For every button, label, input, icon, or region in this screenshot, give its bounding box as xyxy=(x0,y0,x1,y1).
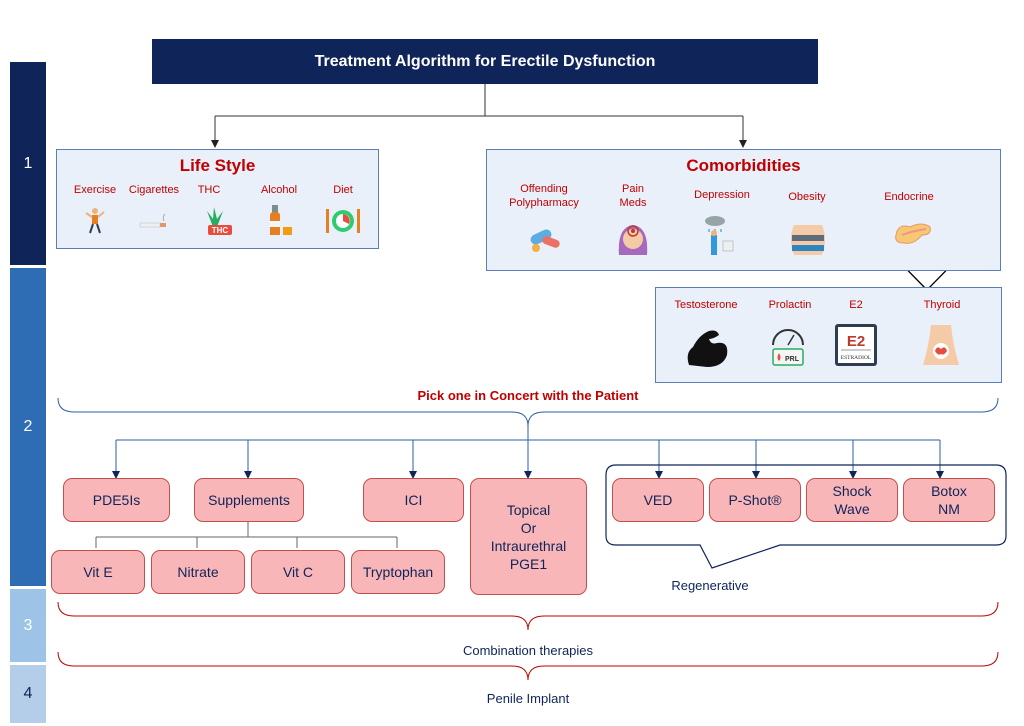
ved-box[interactable]: VED xyxy=(612,478,704,522)
comorbidity-polypharmacy: Offending Polypharmacy xyxy=(509,183,579,209)
regenerative-group xyxy=(605,464,1007,569)
cigarette-icon xyxy=(137,206,171,236)
lifestyle-alcohol: Alcohol xyxy=(260,184,298,196)
combination-label: Combination therapies xyxy=(462,643,594,658)
implant-label: Penile Implant xyxy=(486,691,570,706)
endocrine-prolactin: Prolactin xyxy=(768,299,812,311)
nitrate-box[interactable]: Nitrate xyxy=(151,550,245,594)
muscle-arm-icon xyxy=(682,324,732,370)
prl-text: PRL xyxy=(785,356,800,363)
lifestyle-cigarettes: Cigarettes xyxy=(128,184,180,196)
shockwave-box[interactable]: Shock Wave xyxy=(806,478,898,522)
lifestyle-diet: Diet xyxy=(333,184,353,196)
thyroid-icon xyxy=(918,324,964,368)
endocrine-testosterone: Testosterone xyxy=(674,299,738,311)
step-3: 3 xyxy=(10,589,46,662)
regenerative-label: Regenerative xyxy=(671,578,749,593)
e2-text: E2 xyxy=(847,333,865,350)
diet-plate-icon xyxy=(323,204,363,238)
endocrine-thyroid: Thyroid xyxy=(923,299,961,311)
lifestyle-thc: THC xyxy=(197,184,221,196)
pde5is-box[interactable]: PDE5Is xyxy=(63,478,170,522)
lifestyle-title: Life Style xyxy=(179,156,256,175)
endocrine-e2: E2 xyxy=(849,299,863,311)
obesity-belly-icon xyxy=(787,220,829,260)
tryptophan-box[interactable]: Tryptophan xyxy=(351,550,445,594)
pshot-box[interactable]: P-Shot® xyxy=(709,478,801,522)
depression-rain-icon xyxy=(699,212,739,262)
step-4: 4 xyxy=(10,665,46,723)
comorbidities-panel: Comorbidities Offending Polypharmacy Pai… xyxy=(486,149,1001,271)
pick-instruction: Pick one in Concert with the Patient xyxy=(417,388,639,403)
comorbidities-title: Comorbidities xyxy=(686,156,801,175)
supplements-box[interactable]: Supplements xyxy=(194,478,304,522)
botox-nm-box[interactable]: Botox NM xyxy=(903,478,995,522)
step-2: 2 xyxy=(10,268,46,586)
endocrine-panel: Testosterone Prolactin E2 Thyroid PRL E2… xyxy=(655,287,1002,383)
topical-pge1-box[interactable]: Topical Or Intraurethral PGE1 xyxy=(470,478,587,595)
combination-brace xyxy=(57,601,999,631)
thc-text: THC xyxy=(212,226,229,235)
pancreas-icon xyxy=(891,216,935,250)
implant-brace xyxy=(57,651,999,681)
ici-box[interactable]: ICI xyxy=(363,478,464,522)
exercise-icon xyxy=(81,206,109,236)
comorbidity-obesity: Obesity xyxy=(788,191,826,203)
alcohol-bottle-icon xyxy=(263,202,297,238)
treatment-branch-line xyxy=(116,426,940,441)
lifestyle-exercise: Exercise xyxy=(73,184,117,196)
vit-c-box[interactable]: Vit C xyxy=(251,550,345,594)
supplement-branch-line xyxy=(95,522,398,548)
pain-face-icon xyxy=(613,218,653,258)
comorbidity-pain-meds: Pain Meds xyxy=(619,183,647,209)
lifestyle-panel: Life Style Exercise Cigarettes THC Alcoh… xyxy=(56,149,379,249)
estradiol-text: ESTRADIOL xyxy=(841,355,872,361)
comorbidity-endocrine: Endocrine xyxy=(884,191,934,203)
split-line xyxy=(215,84,743,117)
step-1: 1 xyxy=(10,62,46,265)
pills-icon xyxy=(525,220,565,256)
cannabis-icon: THC xyxy=(195,204,235,238)
comorbidity-depression: Depression xyxy=(694,189,750,201)
vit-e-box[interactable]: Vit E xyxy=(51,550,145,594)
prolactin-gauge-icon: PRL xyxy=(768,326,808,368)
page-title: Treatment Algorithm for Erectile Dysfunc… xyxy=(152,39,818,84)
